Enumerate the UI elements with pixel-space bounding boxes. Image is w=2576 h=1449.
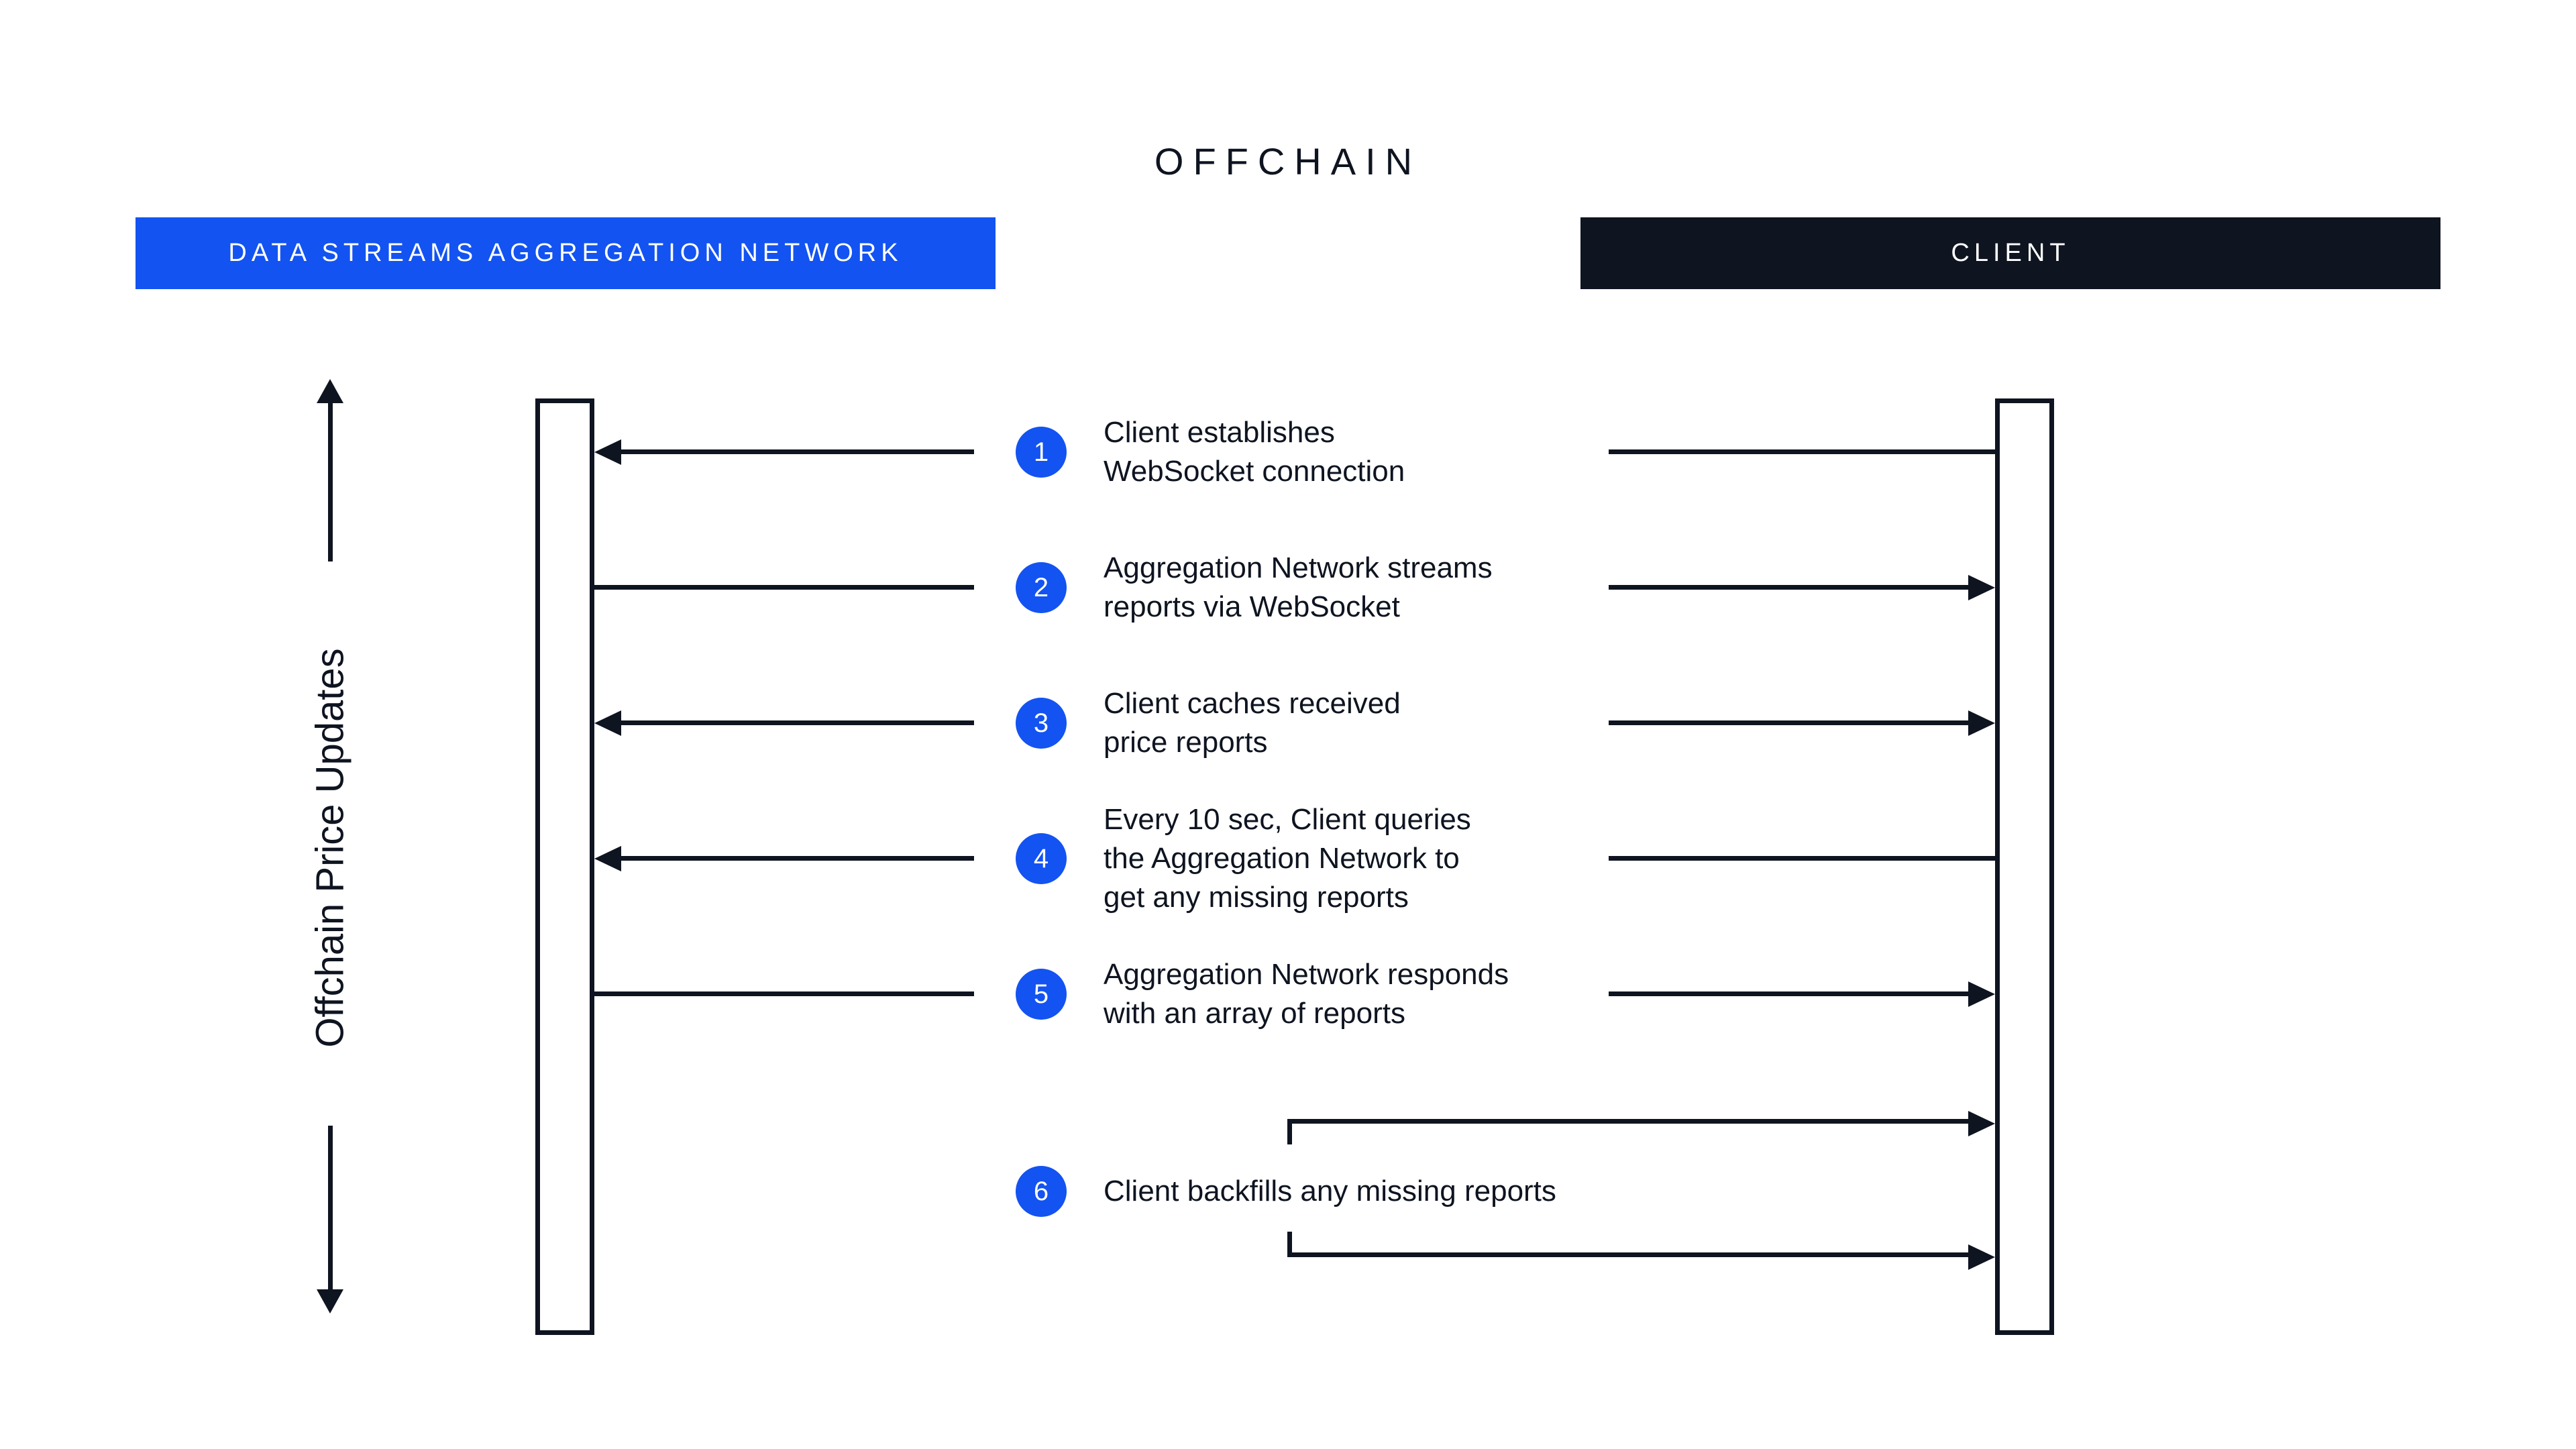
step-3-text: Client caches received price reports [1104,687,1401,759]
step-6-badge: 6 [1016,1166,1067,1217]
step-2-text: Aggregation Network streams reports via … [1104,551,1493,623]
step-4-number: 4 [1033,843,1049,873]
message-line [619,720,974,725]
step-6-text: Client backfills any missing reports [1104,1175,1556,1208]
message-line [1609,856,1995,861]
backfill-bottom-stub [1287,1232,1292,1257]
arrow-right-icon [1968,1111,1995,1136]
step-2-number: 2 [1033,572,1049,602]
axis-arrow-up-icon [317,379,343,403]
message-line [1287,1252,1970,1257]
step-6-number: 6 [1033,1176,1049,1206]
message-line [619,449,974,454]
message-line [619,856,974,861]
backfill-top-stub [1287,1119,1292,1144]
step-3-number: 3 [1033,708,1049,738]
client-lifeline [1995,398,2054,1335]
arrow-right-icon [1968,575,1995,600]
client-lane-label: CLIENT [1951,239,2070,267]
axis-line-top [328,400,333,561]
arrow-left-icon [594,846,621,871]
step-2-badge: 2 [1016,562,1067,613]
step-4-badge: 4 [1016,833,1067,884]
step-1-badge: 1 [1016,427,1067,478]
message-line [1609,720,1971,725]
axis-arrow-down-icon [317,1289,343,1313]
arrow-right-icon [1968,981,1995,1007]
axis-label: Offchain Price Updates [308,648,352,1048]
network-lifeline [535,398,594,1335]
network-lane-header: DATA STREAMS AGGREGATION NETWORK [136,217,996,289]
axis-line-bottom [328,1126,333,1292]
step-1-text: Client establishes WebSocket connection [1104,416,1405,488]
message-line [594,991,974,996]
step-5-badge: 5 [1016,969,1067,1020]
message-line [1609,991,1971,996]
step-4-text: Every 10 sec, Client queries the Aggrega… [1104,803,1471,914]
message-line [1287,1119,1970,1124]
step-1-number: 1 [1033,437,1049,467]
arrow-right-icon [1968,710,1995,736]
client-lane-header: CLIENT [1580,217,2440,289]
message-line [1609,585,1971,590]
step-5-number: 5 [1033,979,1049,1009]
arrow-left-icon [594,710,621,736]
message-line [1609,449,1995,454]
step-5-text: Aggregation Network responds with an arr… [1104,958,1509,1030]
arrow-left-icon [594,439,621,465]
message-line [594,585,974,590]
page-title: OFFCHAIN [1154,140,1422,182]
network-lane-label: DATA STREAMS AGGREGATION NETWORK [228,239,903,267]
step-3-badge: 3 [1016,698,1067,749]
arrow-right-icon [1968,1244,1995,1270]
